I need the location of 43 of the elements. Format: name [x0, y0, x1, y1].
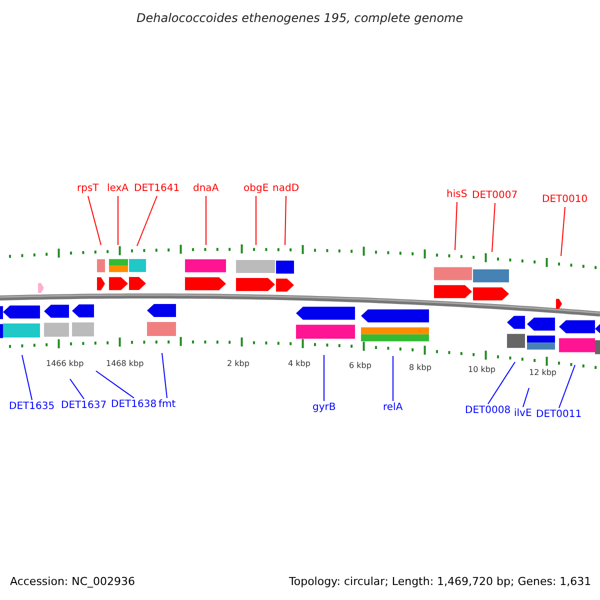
gene-label: DET0007	[472, 190, 518, 202]
scale-label: 10 kbp	[468, 364, 496, 376]
leader-line	[454, 202, 458, 250]
gene-label: DET0008	[465, 405, 511, 417]
accession-text: Accession: NC_002936	[10, 576, 136, 588]
gene-label: relA	[383, 402, 403, 414]
gene-label: DET0010	[542, 194, 588, 206]
scale-label: 4 kbp	[288, 358, 310, 370]
scale-label: 1466 kbp	[46, 358, 84, 370]
scale-label: 1468 kbp	[106, 358, 144, 370]
gene-label: rpsT	[77, 183, 99, 195]
leader-line	[522, 388, 530, 408]
gene-label: fmt	[158, 399, 176, 411]
gene-label: DET1637	[61, 400, 107, 412]
gene-label: nadD	[272, 183, 300, 195]
leader-line	[96, 370, 134, 398]
leader-line	[70, 378, 84, 400]
leader-line	[492, 202, 496, 252]
gene-label: lexA	[107, 183, 129, 195]
gene-label: obgE	[244, 183, 269, 195]
gene-label: DET0011	[536, 409, 582, 421]
topology-text: Topology: circular; Length: 1,469,720 bp; Genes: 1,631	[289, 576, 592, 588]
leader-line	[488, 362, 516, 404]
leader-line	[88, 196, 102, 246]
gene-label: gyrB	[312, 402, 336, 414]
scale-label: 6 kbp	[349, 360, 372, 372]
leader-line	[392, 356, 394, 402]
leader-line	[284, 196, 286, 246]
gene-label: ilvE	[514, 408, 532, 420]
scale-label: 2 kbp	[227, 358, 250, 370]
gene-label: DET1635	[9, 401, 55, 413]
gene-label: hisS	[446, 189, 468, 201]
gene-label: DET1638	[111, 399, 157, 411]
leader-line	[22, 354, 32, 400]
leader-line	[560, 206, 566, 256]
title: Dehalococcoides ethenogenes 195, complete genome	[136, 12, 464, 24]
leader-line	[136, 196, 158, 246]
gene-label: dnaA	[193, 183, 219, 195]
leader-line	[558, 364, 576, 408]
gene-label: DET1641	[134, 183, 180, 195]
leader-line	[162, 352, 168, 398]
scale-label: 12 kbp	[529, 367, 557, 379]
scale-label: 8 kbp	[409, 362, 432, 374]
